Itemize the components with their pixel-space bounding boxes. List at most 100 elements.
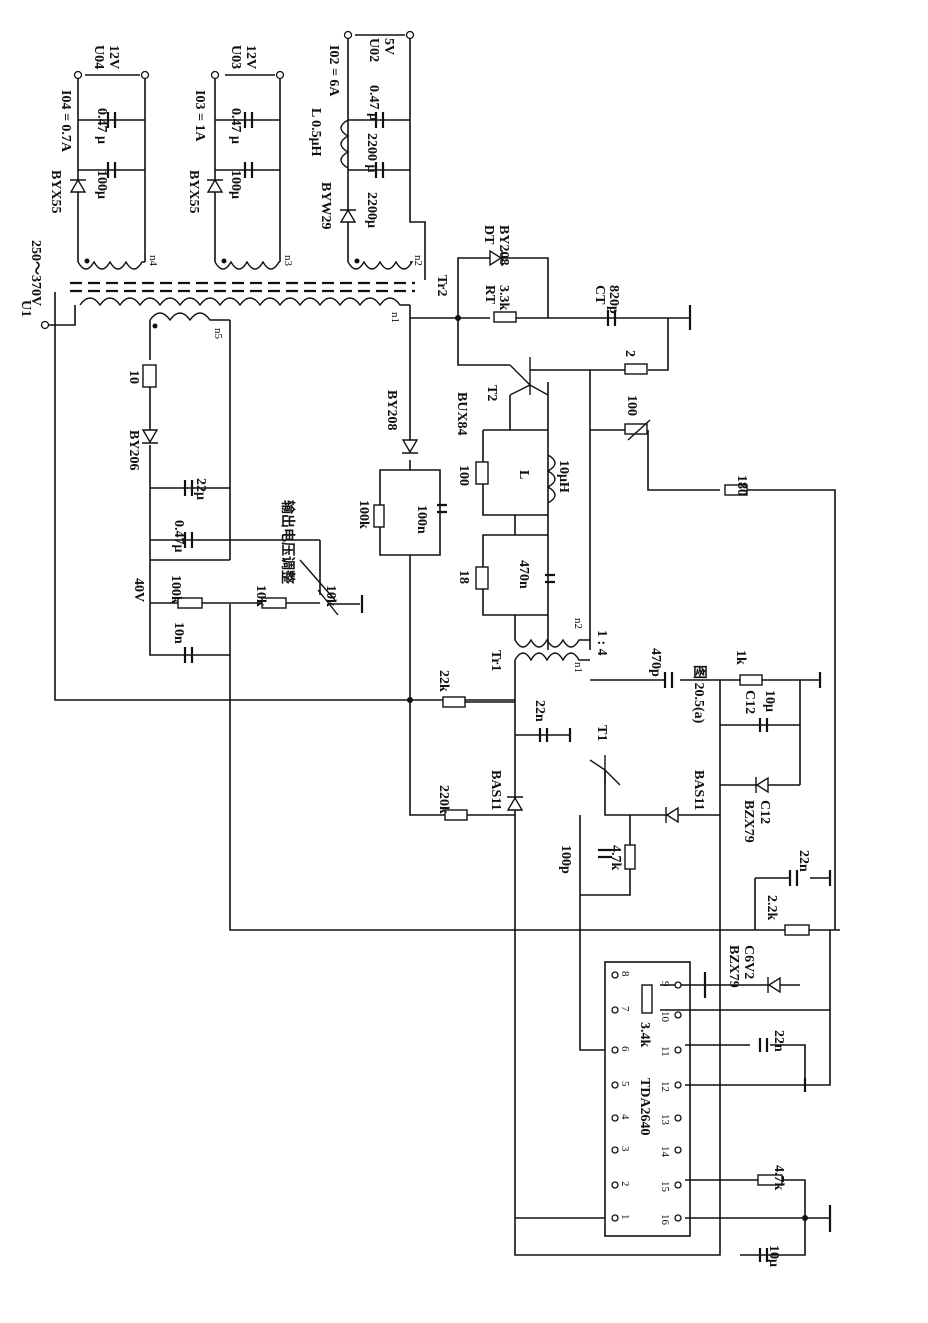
transistor-label: T2	[484, 385, 499, 401]
cap-label: 100μ	[94, 170, 109, 199]
winding-label: n2	[412, 255, 424, 266]
output-voltage-name: U02	[366, 38, 381, 62]
ic-pin-label: 12	[659, 1081, 671, 1092]
potentiometer-arrows	[299, 419, 651, 616]
cap-label: 2200μ	[364, 192, 379, 228]
ic-pin-label: 4	[619, 1114, 631, 1120]
resistors	[142, 311, 810, 1186]
tr1-label: Tr1	[488, 650, 503, 672]
winding-label: n2	[572, 618, 584, 629]
diode-label: BYX55	[48, 170, 63, 214]
diode-label: BAS11	[691, 770, 706, 810]
cap-label: 2200 μ	[364, 133, 379, 173]
adjust-label: 输出电压调整	[279, 500, 296, 585]
pot-label: 100	[624, 395, 639, 416]
ic-pin-label: 2	[619, 1181, 631, 1187]
input-range: 250～370V	[28, 240, 43, 306]
diode-label: BYX55	[186, 170, 201, 214]
output-voltage: 12V	[243, 45, 258, 69]
zener-label: BZX79	[741, 800, 756, 843]
resistor-label: 180	[734, 475, 749, 496]
output-current: I02 = 6A	[326, 45, 341, 97]
cap-label: C12	[742, 690, 757, 714]
resistor-label: 100k	[356, 500, 371, 529]
terminals	[40, 30, 808, 1221]
cap-label: 22n	[771, 1030, 786, 1052]
inductor-label: L	[516, 470, 531, 479]
transistor-label: BUX84	[454, 392, 469, 436]
resistor-label: 3.3k	[496, 285, 511, 311]
cap-label: 22n	[796, 850, 811, 872]
input-label: U1	[18, 300, 33, 317]
output-current: I04 = 0.7A	[58, 90, 73, 153]
transistor-t1	[589, 755, 621, 786]
inductor-l-10uh	[546, 454, 556, 504]
output-voltage-name: U03	[228, 45, 243, 69]
resistor-label: 22k	[436, 670, 451, 692]
resistor-label: 3.4k	[637, 1022, 652, 1048]
resistor-label: 4.7k	[771, 1165, 786, 1191]
ground-symbols	[360, 305, 832, 1232]
output-current: I03 = 1A	[192, 90, 207, 142]
resistor-label: 4.7k	[608, 845, 623, 871]
cap-label: 0.47μ	[171, 520, 186, 553]
cap-label: CT	[592, 285, 607, 305]
ic-pin-label: 3	[619, 1146, 631, 1152]
cap-label: 100p	[558, 845, 573, 874]
winding-label: n1	[572, 662, 584, 673]
inductor-label: L 0.5μH	[308, 108, 323, 157]
resistor-label: 2	[622, 350, 637, 357]
winding-label: n3	[282, 255, 294, 267]
tr2-label: Tr2	[434, 275, 449, 297]
resistor-label: 100k	[168, 575, 183, 604]
ic-pin-label: 5	[619, 1081, 631, 1087]
diode-label: BAS11	[488, 770, 503, 810]
ic-pin-label: 1	[619, 1214, 631, 1220]
winding-label: n4	[147, 255, 159, 267]
resistor-label: 10	[126, 370, 141, 384]
winding-label: n1	[389, 312, 401, 323]
ratio-label: 1 : 4	[594, 630, 609, 656]
transformer-tr2-core	[70, 281, 415, 293]
resistor-label: 2.2k	[764, 895, 779, 921]
cap-label: 0.47 μ	[94, 108, 109, 144]
ic-tda2640	[604, 961, 691, 1237]
transistor-label: T1	[594, 725, 609, 741]
resistor-label: 100	[456, 465, 471, 486]
cap-label: 0.47 μ	[228, 108, 243, 144]
diode-label: BY208	[496, 225, 511, 265]
ic-pin-label: 11	[659, 1046, 671, 1057]
ic-pin-label: 16	[659, 1214, 671, 1226]
resistor-label: 1k	[733, 650, 748, 665]
ic-pin-label: 8	[619, 971, 631, 977]
ic-pins	[611, 971, 682, 1222]
inductor-label: 10μH	[556, 460, 571, 493]
cap-label: 0.47 μ	[366, 85, 381, 121]
transistor-t2	[509, 357, 549, 396]
cap-label: 10μ	[766, 1245, 781, 1267]
resistor-label: 10k	[253, 585, 268, 607]
diode-label: DT	[481, 225, 496, 245]
winding-n4	[77, 260, 145, 270]
ic-pin-label: 15	[659, 1181, 671, 1193]
resistor-label: RT	[482, 285, 497, 305]
resistor-label: 18	[456, 570, 471, 584]
output-voltage: 5V	[381, 38, 396, 55]
zener-label: C6V2	[741, 945, 756, 979]
winding-n1	[79, 297, 410, 307]
zener-label: C12	[757, 800, 772, 824]
ic-pin-label: 9	[659, 981, 671, 987]
winding-n5	[149, 312, 230, 322]
ic-pin-label: 14	[659, 1146, 671, 1158]
wiring	[45, 34, 840, 1256]
voltage-label: 40V	[131, 578, 146, 602]
labels: U1 250～370V U04 12V I04 = 0.7A 0.47 μ 10…	[18, 38, 811, 1267]
winding-n2	[347, 260, 414, 270]
transformer-tr1	[514, 638, 590, 662]
cap-label: 10μ	[762, 690, 777, 712]
output-voltage: 12V	[106, 45, 121, 69]
cap-label: 820p	[606, 285, 621, 314]
winding-label: n5	[212, 328, 224, 340]
